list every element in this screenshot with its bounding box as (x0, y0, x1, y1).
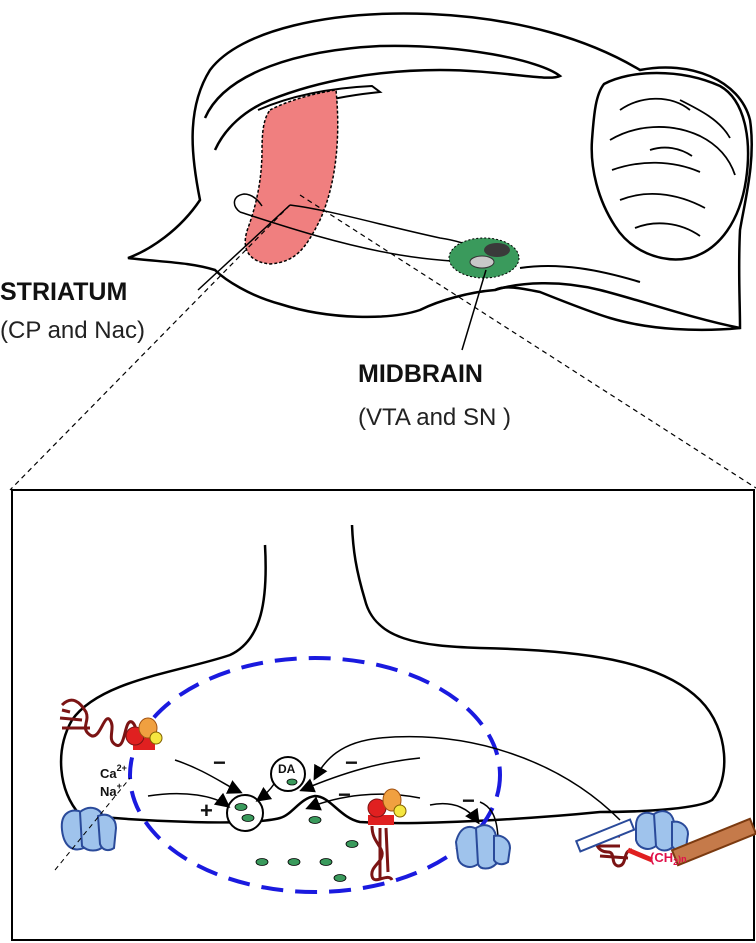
midbrain-label: MIDBRAIN (358, 360, 483, 388)
midbrain-sublabel: (VTA and SN ) (358, 404, 511, 431)
sign-plus: + (200, 798, 213, 823)
corpus-callosum (205, 46, 560, 150)
brainstem-line (520, 266, 640, 282)
left-ion-channel (62, 808, 116, 851)
vta-nucleus (470, 256, 494, 268)
sign-minus-top: − (345, 750, 358, 775)
midbrain-pointer (462, 270, 486, 350)
svg-text:DA: DA (278, 762, 296, 776)
striatum-sublabel: (CP and Nac) (0, 317, 145, 344)
striatum-label: STRIATUM (0, 278, 127, 306)
synapse-panel (12, 490, 754, 940)
sn-nucleus (484, 243, 510, 257)
sign-minus-right: − (462, 788, 475, 813)
da-vesicle: DA (271, 757, 305, 791)
sign-minus-left: − (213, 750, 226, 775)
sign-minus-mid: − (338, 782, 351, 807)
docked-vesicle (227, 795, 263, 831)
brain-sagittal-section (128, 13, 752, 350)
